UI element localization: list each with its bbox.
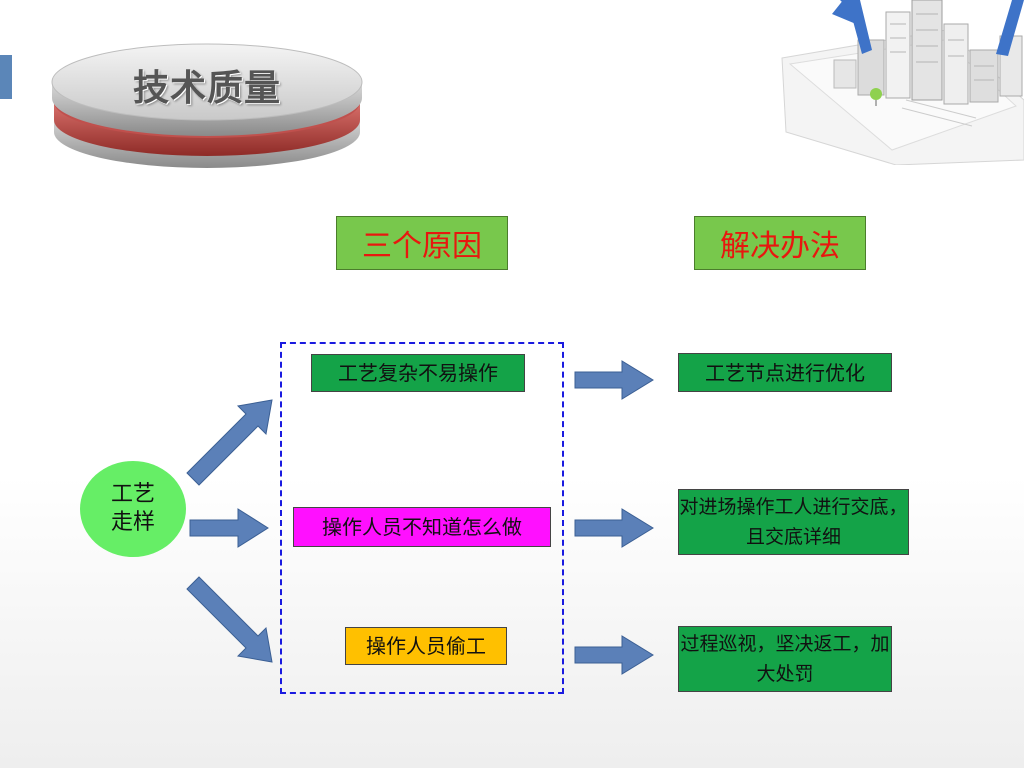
header-solutions: 解决办法 [694,216,866,270]
accent-bar [0,55,12,99]
arrow-reason-1-to-solution-1 [574,360,654,400]
solution-node-2: 对进场操作工人进行交底，且交底详细 [678,489,909,555]
reasons-group-frame [280,342,564,694]
title-disc-graphic [51,43,363,168]
page-title: 技术质量 [132,68,281,109]
hub-label-line-2: 走样 [110,510,155,535]
city-illustration [781,0,1024,165]
header-reasons: 三个原因 [336,216,508,270]
reason-node-3: 操作人员偷工 [345,627,507,665]
arrow-reason-3-to-solution-3 [574,635,654,675]
arrow-reason-2-to-solution-2 [574,508,654,548]
hub-node: 工艺 走样 [80,461,186,557]
hub-label-line-1: 工艺 [110,482,155,507]
arrow-hub-to-reason-3 [186,576,273,663]
reason-node-2: 操作人员不知道怎么做 [293,507,551,547]
arrow-hub-to-reason-1 [186,399,273,486]
solution-node-3: 过程巡视，坚决返工，加大处罚 [678,626,892,692]
reason-node-1: 工艺复杂不易操作 [311,354,525,392]
arrow-hub-to-reason-2 [189,508,269,548]
solution-node-1: 工艺节点进行优化 [678,353,892,392]
